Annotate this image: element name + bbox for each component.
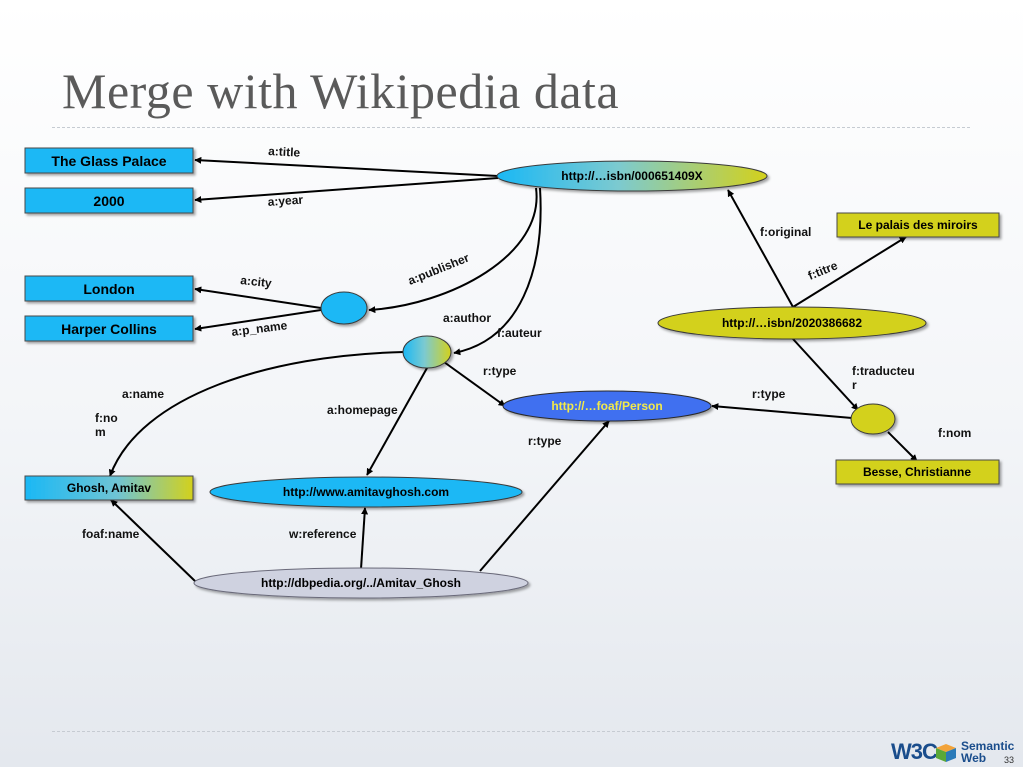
label-a-name: a:name	[122, 387, 164, 401]
node-besse-text: Besse, Christianne	[863, 465, 971, 479]
edge-name	[108, 351, 405, 477]
page-number: 33	[1004, 755, 1015, 765]
node-isbn-fr: http://…isbn/2020386682	[657, 306, 927, 340]
node-year-2000: 2000	[24, 187, 194, 214]
label-f-traducteur-1: f:traducteu	[852, 364, 915, 378]
label-r-type-dbpedia: r:type	[528, 434, 562, 448]
semantic-web-cube-icon	[936, 744, 956, 762]
edge-dbpedia-type	[479, 420, 610, 572]
label-f-titre: f:titre	[806, 258, 840, 283]
edge-translator-nom	[887, 431, 918, 462]
node-harper-collins: Harper Collins	[24, 315, 194, 342]
label-f-nom-translator: f:nom	[938, 426, 971, 440]
edge-traducteur	[792, 338, 859, 411]
edge-author	[453, 187, 542, 356]
node-homepage-url: http://www.amitavghosh.com	[209, 476, 523, 508]
nodes: The Glass Palace 2000 London Harper Coll…	[24, 147, 1000, 599]
node-year-2000-text: 2000	[93, 193, 124, 209]
edges	[108, 156, 918, 583]
node-ghosh-amitav: Ghosh, Amitav	[24, 475, 194, 501]
label-a-publisher: a:publisher	[406, 250, 472, 287]
web-logo-text: Web	[961, 751, 987, 765]
label-a-homepage: a:homepage	[327, 403, 398, 417]
node-palais-des-miroirs: Le palais des miroirs	[836, 212, 1000, 238]
edge-p-name	[194, 309, 322, 332]
edge-year	[194, 177, 499, 204]
edge-city	[194, 286, 322, 309]
node-isbn-en-text: http://…isbn/000651409X	[561, 169, 702, 183]
edge-translator-type	[711, 403, 853, 419]
edge-author-type	[443, 361, 506, 407]
node-author-blank	[402, 335, 452, 369]
label-a-author: a:author	[443, 311, 491, 325]
node-glass-palace-text: The Glass Palace	[51, 153, 166, 169]
node-homepage-text: http://www.amitavghosh.com	[283, 485, 449, 499]
semantic-logo-text: Semantic	[961, 739, 1015, 753]
node-ghosh-text: Ghosh, Amitav	[67, 481, 152, 495]
node-isbn-en: http://…isbn/000651409X	[496, 160, 768, 192]
title-divider	[52, 127, 970, 128]
node-london: London	[24, 275, 194, 302]
node-foaf-person-text: http://…foaf/Person	[551, 399, 662, 413]
edge-publisher	[368, 187, 538, 314]
edge-homepage	[366, 367, 428, 476]
edge-original	[727, 189, 794, 308]
label-w-reference: w:reference	[288, 527, 357, 541]
node-translator-blank	[850, 403, 896, 435]
node-glass-palace: The Glass Palace	[24, 147, 194, 174]
label-f-original: f:original	[760, 225, 811, 239]
label-f-traducteur-2: r	[852, 378, 857, 392]
slide-title: Merge with Wikipedia data	[62, 63, 620, 119]
label-f-nom-1: f:no	[95, 411, 118, 425]
node-dbpedia-text: http://dbpedia.org/../Amitav_Ghosh	[261, 576, 461, 590]
node-foaf-person: http://…foaf/Person	[502, 390, 712, 422]
node-dbpedia: http://dbpedia.org/../Amitav_Ghosh	[193, 567, 529, 599]
node-palais-text: Le palais des miroirs	[858, 218, 978, 232]
edge-title	[194, 156, 499, 177]
label-foaf-name: foaf:name	[82, 527, 140, 541]
footer-divider	[52, 731, 970, 732]
node-london-text: London	[83, 281, 134, 297]
edge-foaf-name	[110, 499, 197, 583]
edge-reference	[360, 507, 369, 570]
label-a-year: a:year	[267, 193, 304, 209]
label-r-type-translator: r:type	[752, 387, 786, 401]
label-a-p-name: a:p_name	[231, 318, 289, 339]
w3c-logo-text: W3C	[891, 739, 938, 764]
node-isbn-fr-text: http://…isbn/2020386682	[722, 316, 862, 330]
label-f-nom-2: m	[95, 425, 106, 439]
label-a-city: a:city	[240, 273, 273, 290]
node-harper-collins-text: Harper Collins	[61, 321, 157, 337]
label-f-auteur: f:auteur	[497, 326, 542, 340]
label-a-title: a:title	[268, 144, 301, 160]
node-publisher-blank	[320, 291, 368, 325]
node-besse-christianne: Besse, Christianne	[835, 459, 1000, 485]
label-r-type-author: r:type	[483, 364, 517, 378]
edge-titre	[792, 236, 907, 308]
